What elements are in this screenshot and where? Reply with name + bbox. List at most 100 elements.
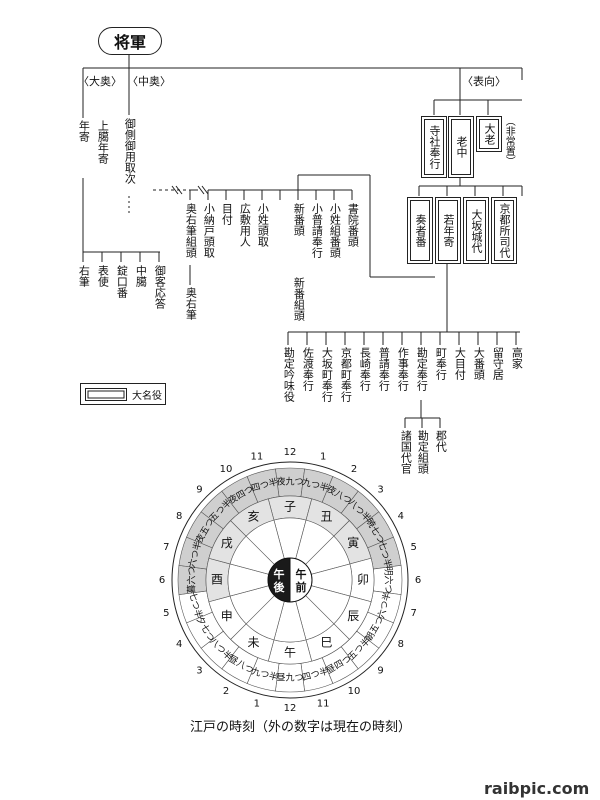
node-bottom-7: 勘定奉行 bbox=[415, 347, 429, 391]
legend-box-sample bbox=[85, 387, 127, 401]
zodiac-label: 申 bbox=[221, 609, 233, 623]
box-tairo: 大老 bbox=[476, 116, 502, 152]
node-chuoku-5: 新番頭 bbox=[292, 203, 306, 236]
clock-outer-ring bbox=[171, 461, 409, 699]
node-bottom-5: 普請奉行 bbox=[377, 347, 391, 391]
legend: 大名役 bbox=[80, 383, 166, 405]
modern-hour-number: 4 bbox=[176, 639, 182, 650]
modern-hour-number: 6 bbox=[159, 575, 165, 586]
node-bottom-11: 留守居 bbox=[491, 347, 505, 380]
note-hijoochi: （非常置） bbox=[503, 116, 515, 166]
zodiac-label: 辰 bbox=[347, 609, 359, 623]
modern-hour-number: 12 bbox=[284, 447, 297, 458]
zodiac-label: 未 bbox=[247, 636, 259, 650]
node-okuyuhitsu: 奥右筆 bbox=[184, 287, 198, 320]
node-osoba-goyotoritsugi: 御側御用取次 bbox=[123, 118, 137, 184]
hour-name-label: 明六つ bbox=[383, 566, 395, 593]
label-tairo: 大老 bbox=[483, 123, 496, 145]
node-ooku-bottom-2: 錠口番 bbox=[115, 265, 129, 298]
hour-name-label: 夜九つ bbox=[276, 476, 303, 488]
modern-hour-number: 7 bbox=[410, 608, 416, 619]
hour-name-label: 昼九つ bbox=[276, 673, 303, 684]
box-kyoto-shoshidai: 京都所司代 bbox=[491, 197, 517, 264]
node-shinban-kumigashira: 新番組頭 bbox=[292, 277, 306, 321]
node-chuoku-1: 小納戸頭取 bbox=[202, 203, 216, 258]
modern-hour-number: 11 bbox=[317, 699, 330, 710]
node-ooku-bottom-4: 御客応答 bbox=[153, 265, 167, 309]
modern-hour-number: 3 bbox=[196, 666, 202, 677]
node-toshiyori: 年寄 bbox=[77, 120, 91, 142]
zodiac-label: 亥 bbox=[247, 509, 259, 523]
box-sojaban: 奏者番 bbox=[407, 197, 433, 264]
modern-hour-number: 1 bbox=[254, 699, 260, 710]
modern-hour-number: 10 bbox=[348, 686, 361, 697]
modern-hour-number: 10 bbox=[220, 464, 233, 475]
node-chuoku-2: 目付 bbox=[220, 203, 234, 225]
node-bottom-4: 長崎奉行 bbox=[358, 347, 372, 391]
zodiac-label: 巳 bbox=[320, 636, 332, 650]
modern-hour-number: 9 bbox=[196, 484, 202, 495]
node-bottom-3: 京都町奉行 bbox=[339, 347, 353, 402]
modern-hour-number: 2 bbox=[223, 686, 229, 697]
modern-hour-number: 7 bbox=[163, 542, 169, 553]
node-bottom-1: 佐渡奉行 bbox=[301, 347, 315, 391]
zodiac-label: 子 bbox=[284, 500, 296, 514]
node-joro-toshiyori: 上臈年寄 bbox=[96, 120, 110, 164]
modern-hour-number: 1 bbox=[320, 451, 326, 462]
watermark: raibpic.com bbox=[484, 779, 590, 798]
zodiac-label: 寅 bbox=[347, 535, 359, 550]
branch-ooku: 〈大奥〉 bbox=[78, 75, 122, 88]
modern-hour-number: 5 bbox=[163, 608, 169, 619]
zodiac-label: 午 bbox=[284, 646, 296, 660]
node-bottom-6: 作事奉行 bbox=[396, 347, 410, 391]
center-pm-half bbox=[267, 557, 291, 603]
label-wakadoshiyori: 若年寄 bbox=[442, 214, 455, 247]
modern-hour-number: 12 bbox=[284, 703, 297, 714]
zodiac-label: 酉 bbox=[211, 573, 223, 587]
node-chuoku-3: 広敷用人 bbox=[238, 203, 252, 247]
label-sojaban: 奏者番 bbox=[414, 214, 427, 247]
node-kanjo-kumigashira: 勘定組頭 bbox=[416, 430, 430, 474]
center-pm-label: 午 bbox=[274, 567, 285, 581]
node-bottom-8: 町奉行 bbox=[434, 347, 448, 380]
zodiac-label: 丑 bbox=[320, 509, 332, 523]
modern-hour-number: 8 bbox=[176, 511, 182, 522]
node-bottom-9: 大目付 bbox=[453, 347, 467, 380]
box-roju: 老中 bbox=[448, 116, 474, 178]
center-am-label-2: 前 bbox=[296, 580, 307, 594]
node-bottom-0: 勘定吟味役 bbox=[282, 347, 296, 402]
hour-name-label: 暮六つ bbox=[186, 566, 198, 593]
modern-hour-number: 8 bbox=[398, 639, 404, 650]
center-am-half bbox=[289, 557, 313, 603]
node-gundai: 郡代 bbox=[434, 430, 448, 452]
center-pm-label-2: 後 bbox=[274, 580, 286, 594]
label-kyoto-shoshidai: 京都所司代 bbox=[498, 203, 511, 258]
zodiac-label: 卯 bbox=[357, 573, 369, 587]
modern-hour-number: 11 bbox=[251, 451, 264, 462]
node-ooku-bottom-3: 中臈 bbox=[134, 265, 148, 287]
node-bottom-10: 大番頭 bbox=[472, 347, 486, 380]
modern-hour-number: 6 bbox=[415, 575, 421, 586]
modern-hour-number: 9 bbox=[377, 666, 383, 677]
modern-hour-number: 3 bbox=[377, 484, 383, 495]
node-shokoku-daikan: 諸国代官 bbox=[399, 430, 413, 474]
box-jisha-bugyo: 寺社奉行 bbox=[421, 116, 447, 178]
center-am-label: 午 bbox=[296, 567, 307, 581]
node-bottom-12: 高家 bbox=[510, 347, 524, 369]
node-chuoku-7: 小姓組番頭 bbox=[328, 203, 342, 258]
box-osaka-jodai: 大坂城代 bbox=[463, 197, 489, 264]
node-bottom-2: 大坂町奉行 bbox=[320, 347, 334, 402]
node-chuoku-6: 小普請奉行 bbox=[310, 203, 324, 258]
shogun-label: 将軍 bbox=[113, 33, 146, 52]
zodiac-label: 戌 bbox=[221, 536, 233, 550]
label-osaka-jodai: 大坂城代 bbox=[470, 208, 483, 253]
modern-hour-number: 4 bbox=[398, 511, 404, 522]
node-chuoku-0: 奥右筆組頭 bbox=[184, 203, 198, 258]
modern-hour-number: 5 bbox=[410, 542, 416, 553]
branch-chuoku: 〈中奥〉 bbox=[127, 75, 171, 88]
label-jisha-bugyo: 寺社奉行 bbox=[428, 125, 441, 169]
node-ooku-bottom-1: 表使 bbox=[96, 265, 110, 287]
legend-label: 大名役 bbox=[132, 390, 162, 402]
